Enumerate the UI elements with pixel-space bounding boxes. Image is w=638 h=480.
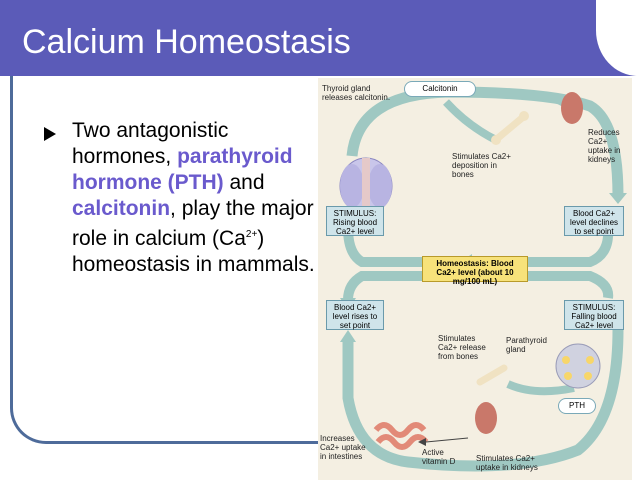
vitamin-d-label: Active vitamin D: [422, 448, 456, 466]
stimulus-falling-box: STIMULUS: Falling blood Ca2+ level: [564, 300, 624, 330]
pth-highlight: parathyroid hormone (PTH): [72, 145, 293, 194]
arrowhead: [418, 438, 426, 446]
title-bar-corner: [596, 0, 638, 76]
calcium-homeostasis-diagram: Thyroid gland releases calcitonin. Calci…: [318, 78, 632, 480]
arrow-to-bone: [443, 99, 498, 144]
thyroid-label: Thyroid gland releases calcitonin.: [322, 84, 391, 102]
slide-title: Calcium Homeostasis: [22, 23, 351, 61]
parathyroid-illustration: [555, 343, 601, 389]
top-arc-arrow: [346, 86, 624, 197]
bullet-text-part: ) homeostasis in mammals.: [72, 227, 315, 276]
calcitonin-oval: Calcitonin: [404, 81, 476, 97]
kidney-illustration: [561, 92, 583, 124]
superscript-charge: 2+: [245, 229, 258, 240]
pth-oval: PTH: [558, 398, 596, 414]
bone-illustration: [494, 114, 526, 142]
arrowhead: [609, 193, 627, 204]
bullet-arrow-icon: [44, 127, 56, 141]
trachea: [362, 158, 370, 218]
homeostasis-box: Homeostasis: Blood Ca2+ level (about 10 …: [422, 256, 528, 286]
bottom-arc-arrow: [342, 329, 624, 472]
thyroid-lobe: [340, 164, 364, 208]
arrow-to-bone-lower: [506, 380, 575, 396]
stimulates-release-label: Stimulates Ca2+ release from bones: [438, 334, 486, 361]
parathyroid-dot: [562, 356, 570, 364]
bullet-list: Two antagonistic hormones, parathyroid h…: [44, 118, 324, 278]
bullet-text-part: and: [223, 171, 265, 194]
parathyroid-dot: [584, 372, 592, 380]
calcitonin-highlight: calcitonin: [72, 197, 171, 220]
reduces-label: Reduces Ca2+ uptake in kidneys: [588, 128, 621, 164]
right-lower-arrow: [470, 271, 614, 299]
blood-declines-box: Blood Ca2+ level declines to set point: [564, 206, 624, 236]
intestine-illustration: [373, 422, 429, 450]
parathyroid-label: Parathyroid gland: [506, 336, 547, 354]
stimulus-rising-box: STIMULUS: Rising blood Ca2+ level: [326, 206, 384, 236]
kidney-illustration: [475, 402, 497, 434]
stimulates-deposition-label: Stimulates Ca2+ deposition in bones: [452, 152, 511, 179]
bullet-item: Two antagonistic hormones, parathyroid h…: [44, 118, 324, 278]
increases-label: Increases Ca2+ uptake in intestines: [320, 434, 366, 461]
title-bar: [0, 0, 638, 76]
bullet-text-part: , play the major role in calcium (Ca: [72, 197, 314, 250]
blood-rises-box: Blood Ca2+ level rises to set point: [326, 300, 384, 330]
arrowhead: [340, 330, 356, 342]
vitamin-d-arrow: [425, 437, 469, 443]
left-lower-arrow: [343, 271, 426, 301]
bone-illustration: [476, 364, 508, 386]
bone-end: [491, 135, 501, 145]
thyroid-lobe: [368, 164, 392, 208]
parathyroid-dot: [564, 372, 572, 380]
bullet-text-part: Two antagonistic hormones,: [72, 119, 229, 168]
bone-end: [519, 111, 529, 121]
stimulates-kidney-label: Stimulates Ca2+ uptake in kidneys: [476, 454, 538, 472]
bullet-text: Two antagonistic hormones, parathyroid h…: [72, 118, 324, 278]
content-frame: [10, 76, 617, 444]
parathyroid-dot: [586, 356, 594, 364]
